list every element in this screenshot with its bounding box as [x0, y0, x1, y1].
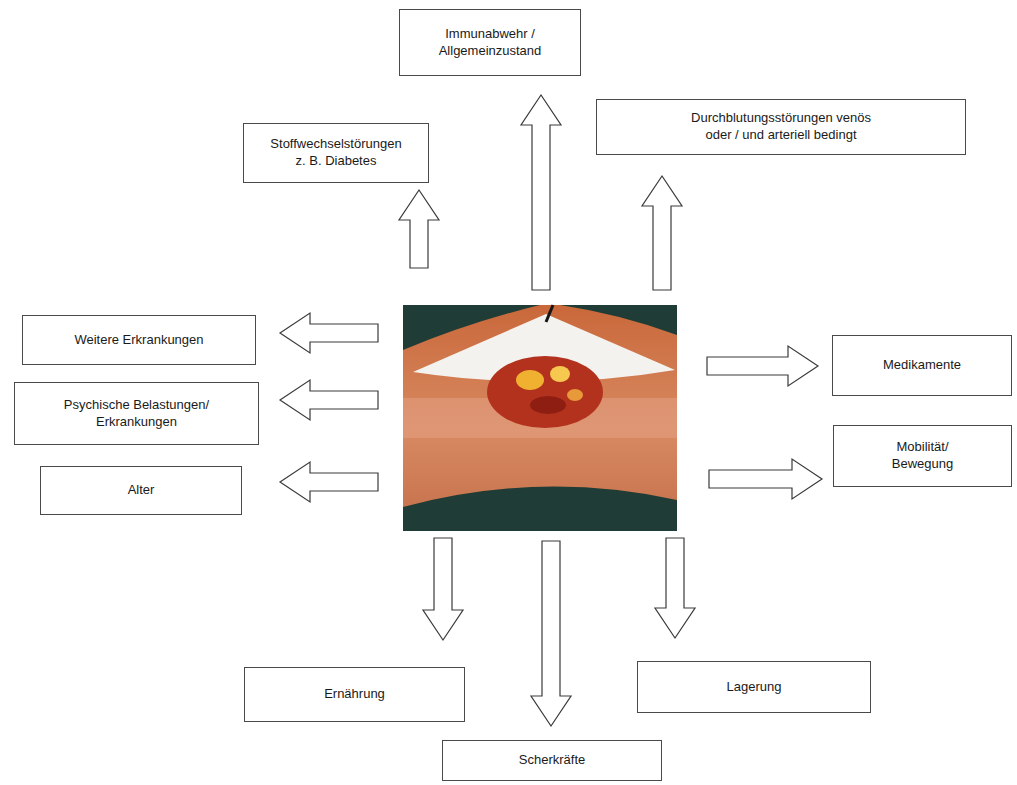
box-label: Stoffwechselstörungen z. B. Diabetes [256, 136, 416, 170]
box-label: Weitere Erkrankungen [74, 332, 203, 349]
box-label: Alter [128, 482, 155, 499]
factor-box: Ernährung [244, 667, 465, 722]
wound-photo [403, 305, 677, 531]
factor-box: Lagerung [637, 661, 871, 713]
factor-box: Alter [40, 466, 242, 515]
factor-box: Durchblutungsstörungen venös oder / und … [596, 99, 966, 155]
factor-box: Weitere Erkrankungen [22, 315, 256, 365]
factor-box: Immunabwehr / Allgemeinzustand [399, 9, 581, 76]
factor-box: Medikamente [832, 335, 1012, 396]
hollow-arrows [280, 95, 822, 726]
box-label: Medikamente [883, 357, 961, 374]
factor-box: Scherkräfte [442, 740, 662, 781]
box-label: Scherkräfte [519, 752, 585, 769]
factor-box: Mobilität/ Bewegung [833, 425, 1012, 487]
box-label: Psychische Belastungen/ Erkrankungen [49, 397, 224, 431]
box-label: Ernährung [324, 686, 385, 703]
box-label: Mobilität/ Bewegung [875, 439, 970, 473]
box-label: Durchblutungsstörungen venös oder / und … [631, 110, 931, 144]
box-label: Immunabwehr / Allgemeinzustand [410, 26, 570, 60]
box-label: Lagerung [727, 679, 782, 696]
factor-box: Stoffwechselstörungen z. B. Diabetes [243, 123, 429, 183]
factor-box: Psychische Belastungen/ Erkrankungen [14, 382, 259, 445]
